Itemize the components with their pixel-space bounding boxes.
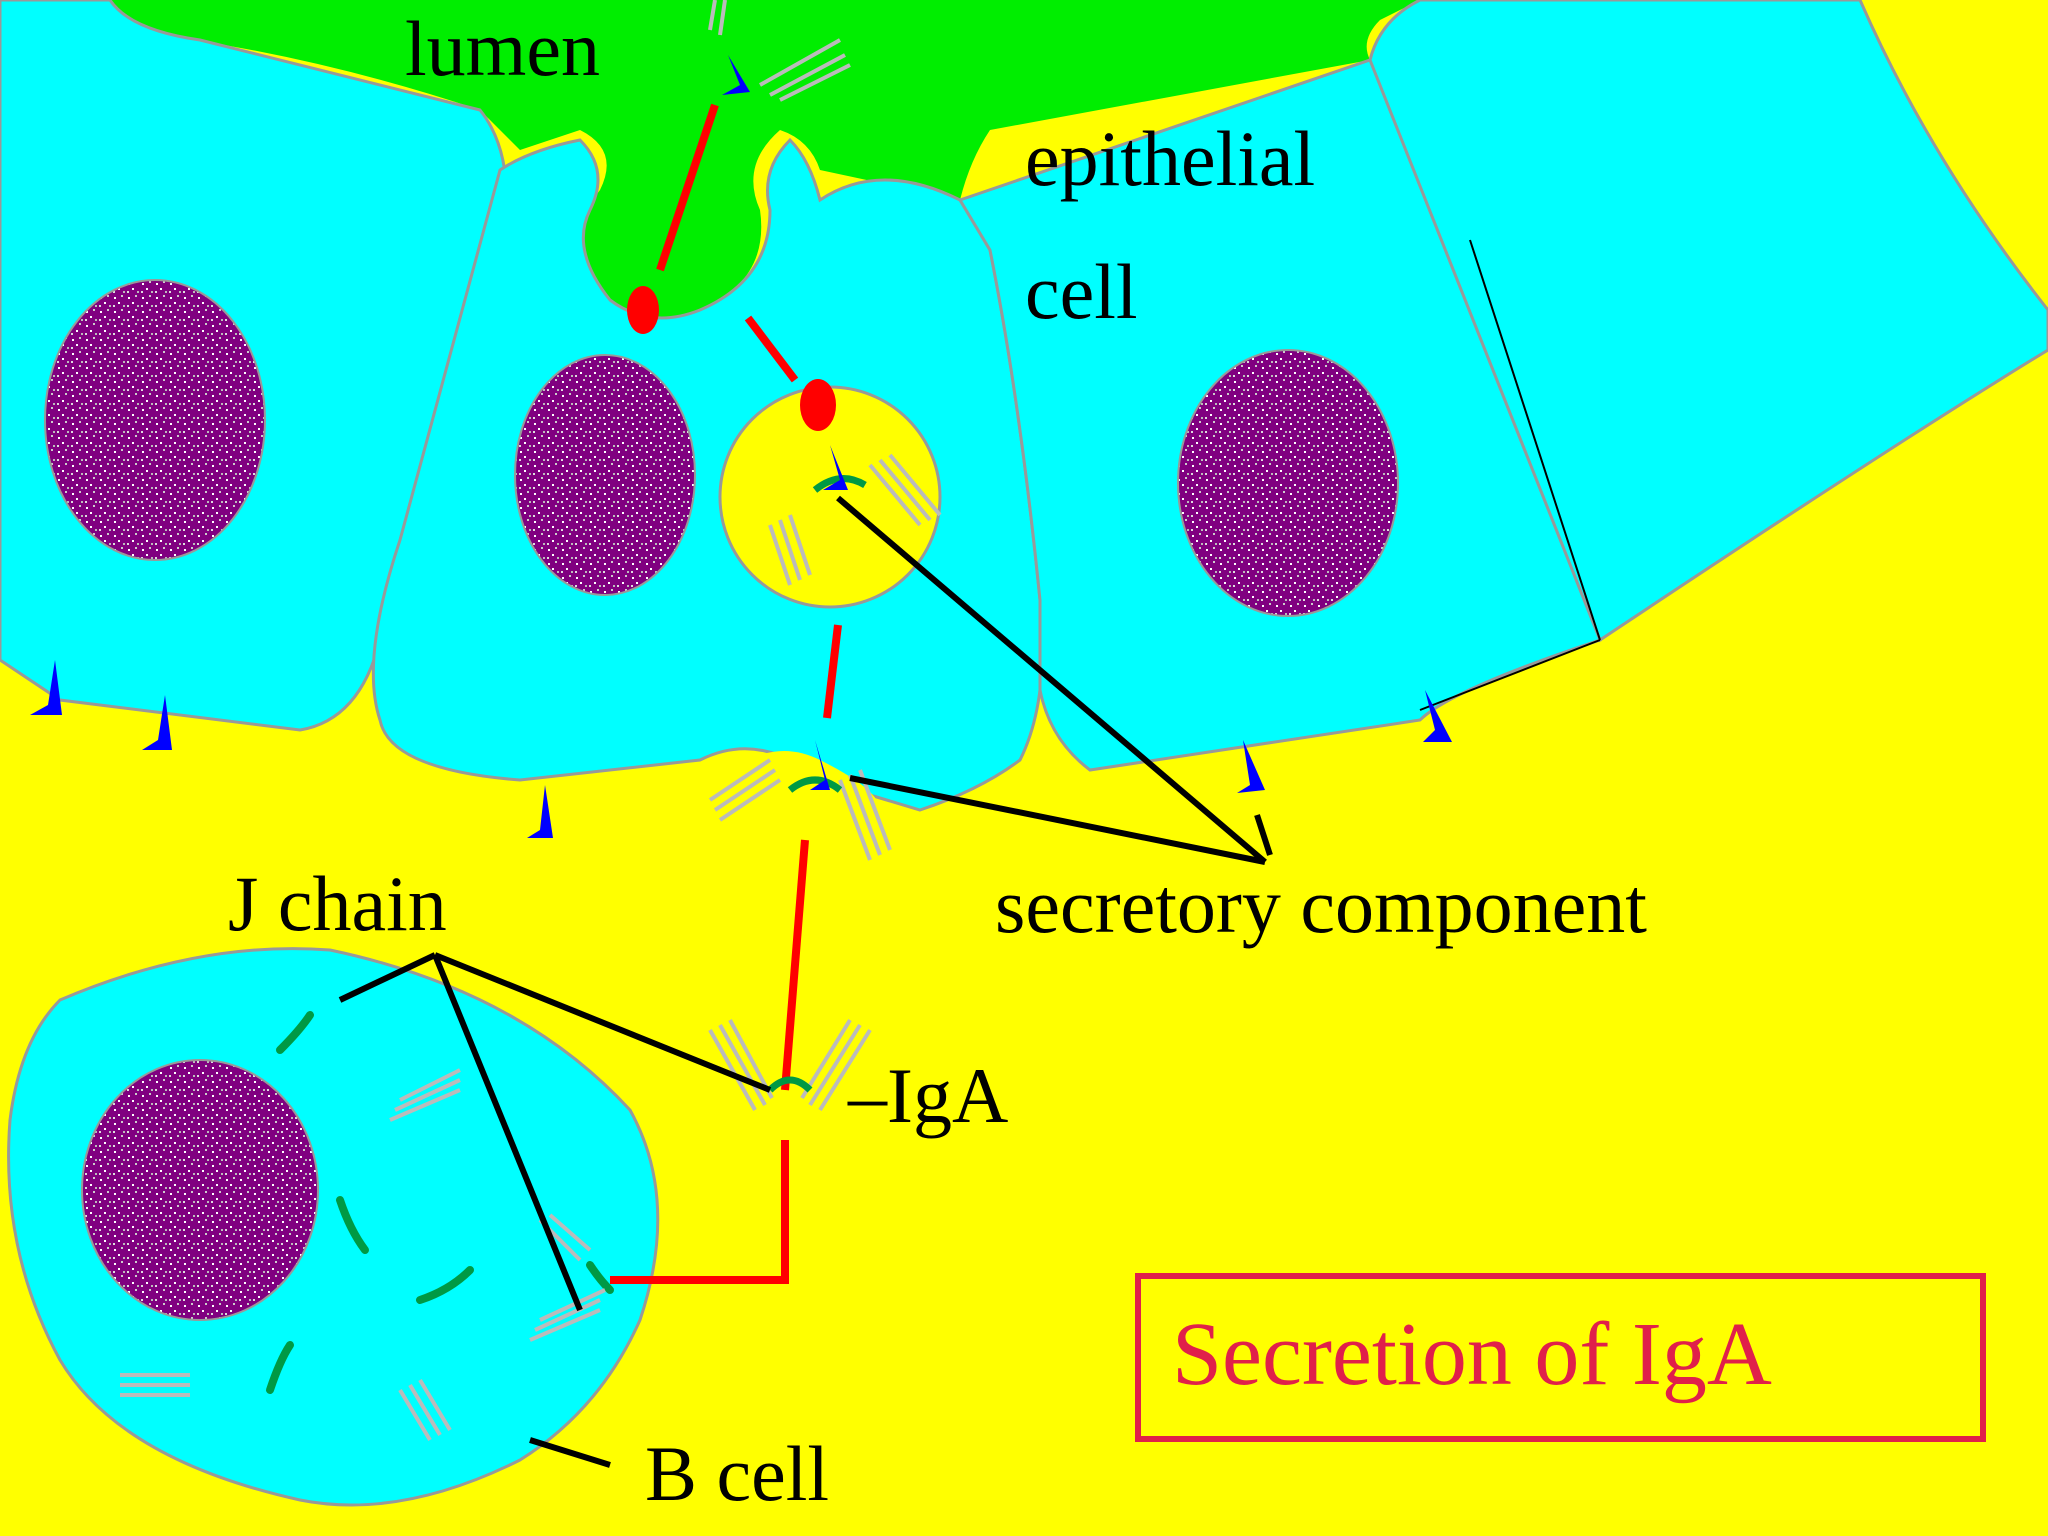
iga-monomers-b-cell [120, 1068, 606, 1442]
secretory-component-label: secretory component [995, 862, 1647, 949]
j-chain-dimer [767, 1076, 813, 1093]
nucleus-left [44, 279, 266, 561]
epithelial-cell-far-right [1368, 0, 2048, 643]
epithelial-cell-label-line1: epithelial [1025, 115, 1315, 202]
label-pointers [338, 495, 1273, 1468]
b-cell-label: B cell [645, 1430, 829, 1517]
iga-dimer [708, 1018, 872, 1112]
iga-vesicle [768, 453, 942, 586]
nucleus-center [514, 354, 696, 596]
title-box [1135, 1273, 1986, 1442]
basal-boundary [1419, 639, 1601, 711]
poly-ig-receptor-basal [810, 740, 830, 790]
b-cell-nucleus [81, 1059, 319, 1321]
j-chain-label: J chain [228, 860, 447, 947]
nucleus-right [1177, 349, 1399, 617]
lumen-label: lumen [405, 5, 600, 92]
iga-label: –IgA [847, 1052, 1008, 1139]
poly-ig-receptors [30, 660, 1452, 838]
basal-pocket [700, 751, 880, 810]
poly-ig-receptor-vesicle [823, 445, 848, 490]
secretory-component-basal [787, 776, 843, 793]
epithelial-cell-label-line2: cell [1025, 248, 1138, 335]
pathway-vesicle-1 [627, 286, 659, 334]
diagram-title: Secretion of IgA [1172, 1305, 1772, 1404]
pathway-vesicle-2 [800, 379, 836, 431]
lumen-region [110, 0, 1420, 318]
secretion-pathway [610, 103, 842, 1284]
secretory-component-lumen [722, 55, 750, 95]
cell-boundary [1469, 239, 1601, 641]
secretory-iga-lumen [708, 0, 851, 102]
j-chain-fragments [266, 1011, 614, 1394]
